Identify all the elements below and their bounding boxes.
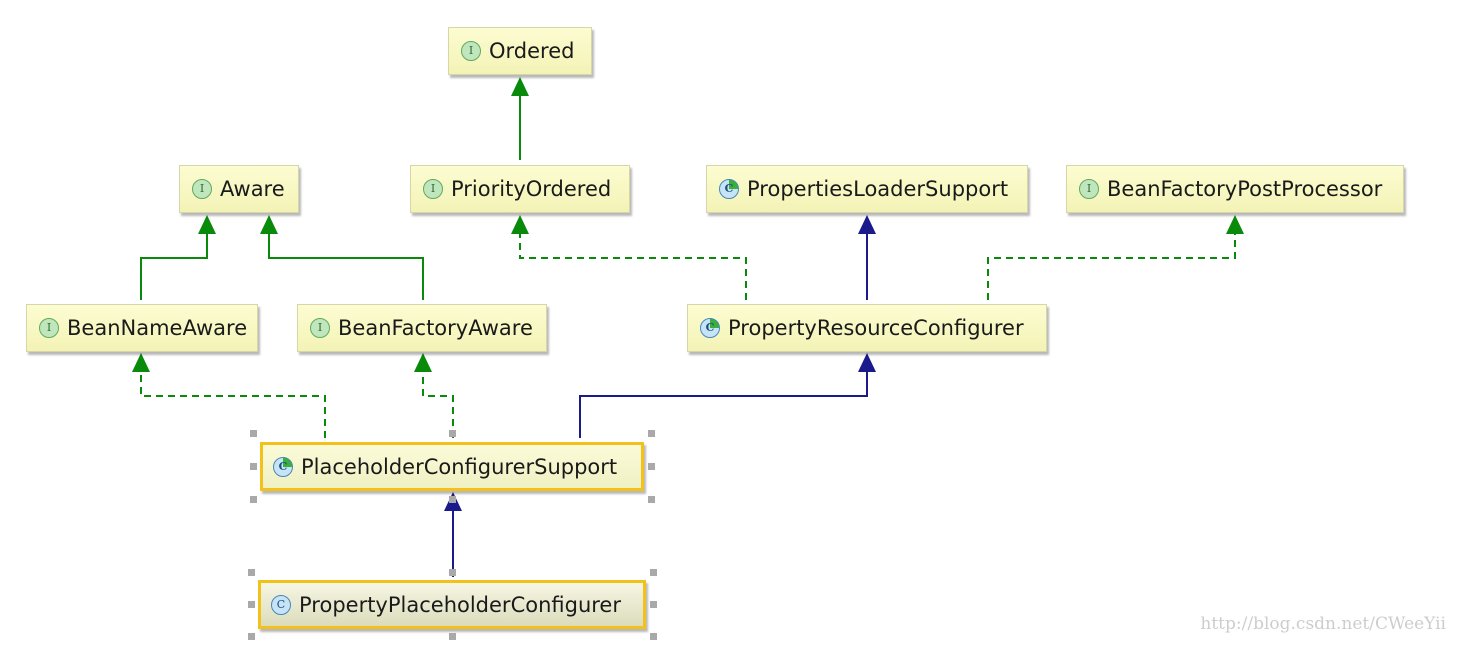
node-property-placeholder-configurer[interactable]: C PropertyPlaceholderConfigurer — [258, 580, 646, 629]
interface-icon: I — [310, 318, 330, 338]
resize-handle[interactable] — [650, 601, 657, 608]
node-bean-factory-post-processor[interactable]: I BeanFactoryPostProcessor — [1066, 165, 1404, 213]
resize-handle[interactable] — [449, 430, 456, 437]
node-label: PropertyPlaceholderConfigurer — [299, 592, 621, 617]
resize-handle[interactable] — [250, 496, 257, 503]
class-icon: C — [271, 594, 291, 615]
node-aware[interactable]: I Aware — [179, 165, 299, 213]
node-label: PriorityOrdered — [451, 177, 612, 201]
node-label: Ordered — [489, 39, 575, 63]
abstract-class-icon: C — [700, 318, 720, 338]
node-ordered[interactable]: I Ordered — [448, 27, 592, 75]
node-label: BeanNameAware — [67, 316, 248, 340]
node-label: BeanFactoryAware — [338, 316, 533, 340]
node-bean-factory-aware[interactable]: I BeanFactoryAware — [297, 304, 547, 352]
edge-bean-name-aware-to-aware — [140, 215, 216, 300]
node-label: Aware — [220, 177, 285, 201]
edge-bean-factory-aware-to-aware — [260, 215, 424, 300]
edge-property-placeholder-configurer-to-placeholder-configurer-support — [444, 492, 462, 577]
edge-placeholder-configurer-support-to-property-resource-configurer — [579, 353, 876, 438]
abstract-class-icon: C — [719, 179, 739, 199]
interface-icon: I — [461, 41, 481, 61]
interface-icon: I — [423, 179, 443, 199]
node-placeholder-configurer-support[interactable]: C PlaceholderConfigurerSupport — [260, 442, 644, 491]
resize-handle[interactable] — [449, 496, 456, 503]
interface-icon: I — [39, 318, 59, 338]
node-priority-ordered[interactable]: I PriorityOrdered — [410, 165, 630, 213]
resize-handle[interactable] — [648, 430, 655, 437]
edge-placeholder-configurer-support-to-bean-factory-aware — [414, 353, 454, 438]
resize-handle[interactable] — [250, 430, 257, 437]
edge-placeholder-configurer-support-to-bean-name-aware — [132, 353, 326, 438]
edge-property-resource-configurer-to-priority-ordered — [511, 215, 747, 300]
resize-handle[interactable] — [449, 569, 456, 576]
watermark: http://blog.csdn.net/CWeeYii — [1200, 614, 1446, 634]
resize-handle[interactable] — [250, 463, 257, 470]
node-property-resource-configurer[interactable]: C PropertyResourceConfigurer — [687, 304, 1047, 352]
resize-handle[interactable] — [648, 496, 655, 503]
resize-handle[interactable] — [248, 601, 255, 608]
node-label: BeanFactoryPostProcessor — [1107, 177, 1383, 201]
edge-priority-ordered-to-ordered — [511, 77, 529, 160]
resize-handle[interactable] — [248, 633, 255, 640]
node-bean-name-aware[interactable]: I BeanNameAware — [26, 304, 258, 352]
resize-handle[interactable] — [650, 569, 657, 576]
resize-handle[interactable] — [650, 633, 657, 640]
resize-handle[interactable] — [449, 633, 456, 640]
edge-property-resource-configurer-to-bean-factory-post-processor — [987, 215, 1244, 300]
interface-icon: I — [192, 179, 212, 199]
resize-handle[interactable] — [648, 463, 655, 470]
node-properties-loader-support[interactable]: C PropertiesLoaderSupport — [706, 165, 1028, 213]
resize-handle[interactable] — [248, 569, 255, 576]
node-label: PropertiesLoaderSupport — [747, 177, 1009, 201]
abstract-class-icon: C — [273, 456, 293, 477]
edge-property-resource-configurer-to-properties-loader-support — [858, 215, 876, 300]
node-label: PlaceholderConfigurerSupport — [301, 454, 618, 479]
node-label: PropertyResourceConfigurer — [728, 316, 1024, 340]
interface-icon: I — [1079, 179, 1099, 199]
